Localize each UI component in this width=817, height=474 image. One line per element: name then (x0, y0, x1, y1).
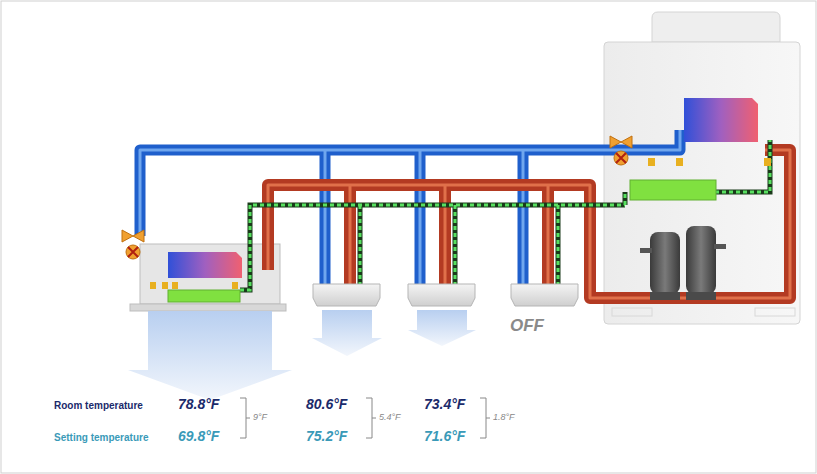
indoor-heat-exchanger (150, 282, 156, 289)
indoor-heat-exchanger (172, 282, 178, 289)
indoor-heat-exchanger (150, 252, 242, 302)
compressors (714, 244, 726, 249)
indoor-unit-large (140, 244, 280, 304)
outdoor-heat-exchanger (676, 158, 683, 166)
outdoor-unit (612, 308, 652, 316)
compressors (640, 248, 652, 253)
difference-value: 5.4°F (379, 412, 401, 422)
expansion-valve (126, 245, 140, 259)
outdoor-heat-exchanger (648, 158, 655, 166)
setting-value: 75.2°F (306, 428, 347, 444)
cassette-units (313, 284, 578, 306)
cassette-units (313, 284, 380, 306)
discharge-pipe (268, 150, 790, 298)
status-label: OFF (510, 316, 544, 336)
outdoor-heat-exchanger (630, 180, 716, 200)
difference-bracket (480, 398, 490, 438)
discharge-pipe (268, 150, 790, 298)
expansion-valve (122, 136, 632, 259)
outdoor-heat-exchanger (630, 98, 771, 200)
room-value: 78.8°F (178, 396, 219, 412)
gas-pipe (140, 130, 680, 286)
difference-value: 9°F (253, 412, 267, 422)
expansion-valve (614, 151, 628, 165)
air-flow (408, 310, 476, 346)
outdoor-heat-exchanger (684, 98, 758, 142)
room-value: 80.6°F (306, 396, 347, 412)
indoor-unit-large (128, 311, 292, 400)
cassette-units (408, 284, 475, 306)
outdoor-unit (755, 308, 795, 316)
compressors (650, 232, 680, 294)
compressors (640, 226, 726, 300)
compressors (686, 226, 716, 294)
expansion-valve (616, 153, 626, 163)
outdoor-heat-exchanger (764, 158, 771, 166)
outdoor-unit (652, 12, 780, 42)
gas-pipe (140, 130, 680, 286)
indoor-heat-exchanger (168, 290, 240, 302)
cassette-units (511, 284, 578, 306)
expansion-valve (122, 230, 144, 242)
air-flow (312, 310, 382, 356)
indoor-heat-exchanger (162, 282, 168, 289)
gas-pipe (140, 130, 680, 286)
setting-value: 71.6°F (424, 428, 465, 444)
indoor-heat-exchanger (232, 282, 238, 289)
discharge-pipe (268, 150, 790, 298)
row-label: Room temperature (54, 400, 143, 412)
difference-bracket (366, 398, 376, 438)
expansion-valve (128, 247, 138, 257)
compressors (650, 292, 680, 300)
setting-value: 69.8°F (178, 428, 219, 444)
compressors (686, 292, 716, 300)
indoor-heat-exchanger (168, 252, 242, 278)
row-label: Setting temperature (54, 432, 148, 444)
indoor-unit-large (130, 304, 286, 311)
expansion-valve (610, 136, 632, 148)
difference-bracket (240, 398, 250, 438)
air-flow (312, 310, 476, 356)
difference-value: 1.8°F (493, 412, 515, 422)
room-value: 73.4°F (424, 396, 465, 412)
